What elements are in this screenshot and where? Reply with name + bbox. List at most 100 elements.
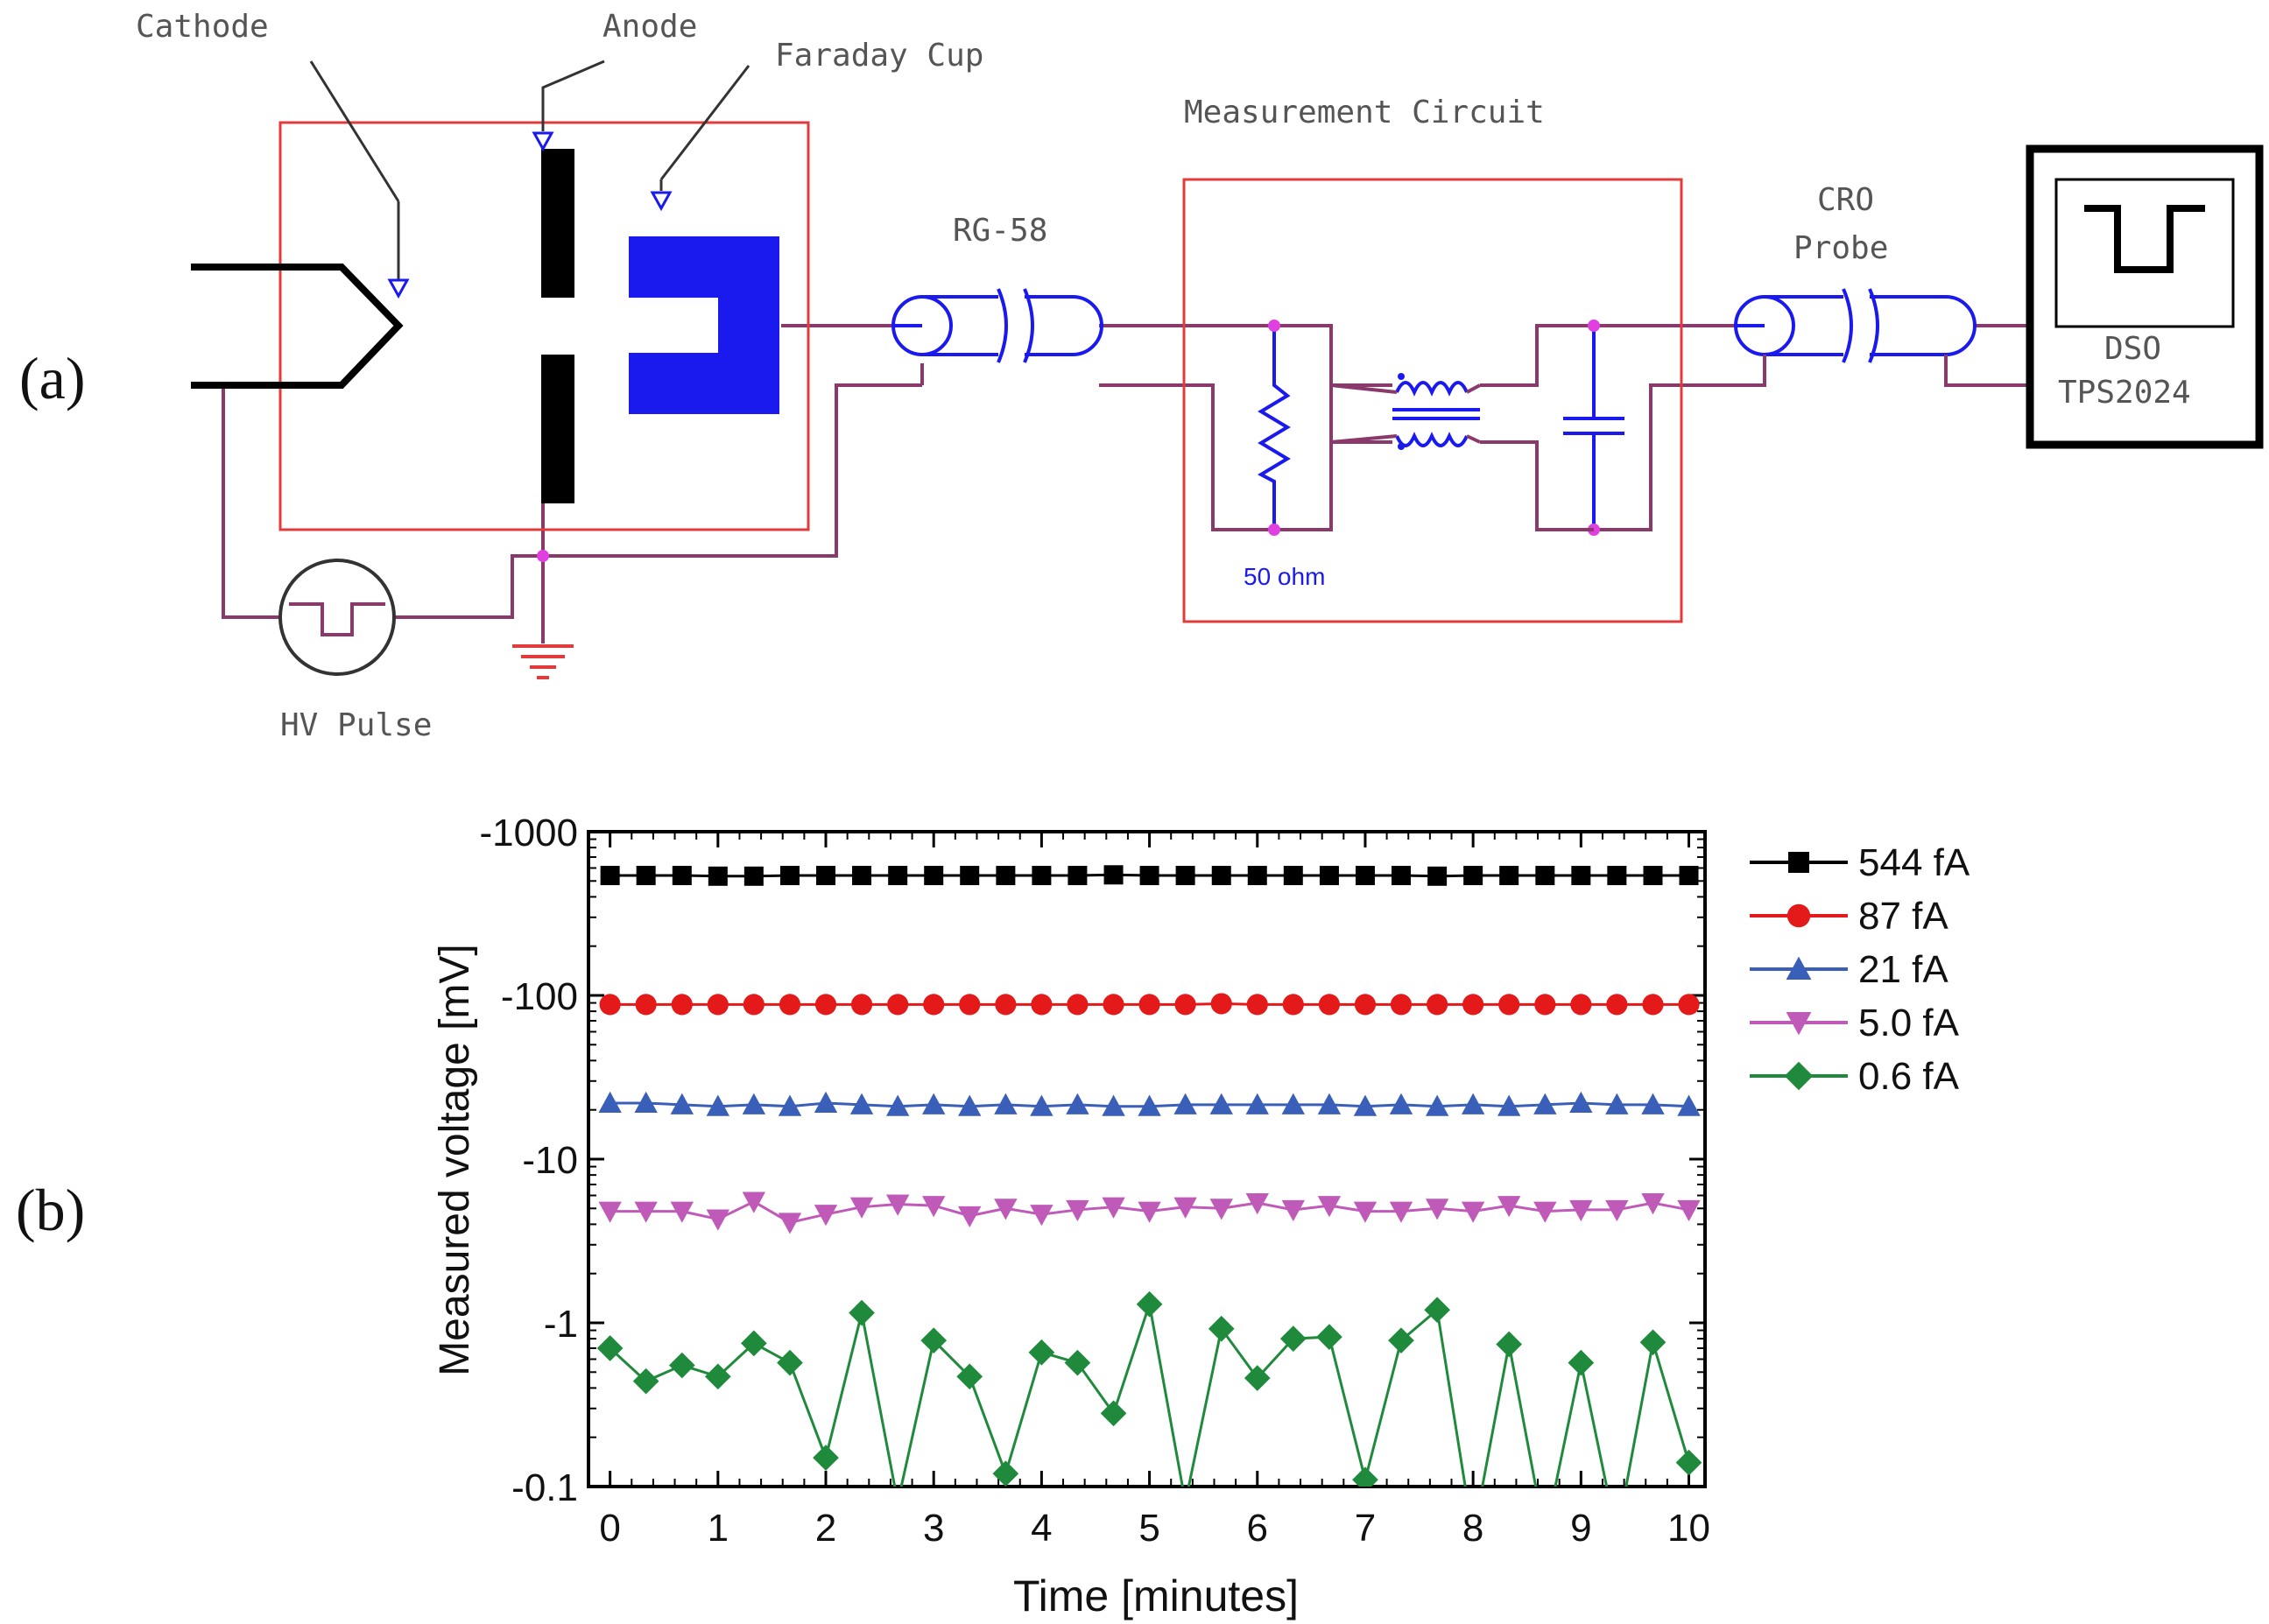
legend-label: 87 fA: [1858, 895, 1948, 938]
x-tick-label: 8: [1462, 1507, 1483, 1550]
data-point: [1678, 994, 1700, 1016]
x-tick-label: 0: [599, 1507, 620, 1550]
data-point: [779, 994, 801, 1016]
data-point: [1389, 1201, 1413, 1223]
x-axis-label: Time [minutes]: [1013, 1571, 1299, 1620]
data-point: [742, 1093, 766, 1114]
anode-plate-top: [541, 149, 574, 298]
data-point: [1425, 1199, 1449, 1220]
data-point: [1246, 994, 1268, 1016]
series-3: [598, 1192, 1701, 1234]
x-tick-label: 9: [1570, 1507, 1591, 1550]
data-point: [1569, 1199, 1593, 1222]
data-point: [1173, 1489, 1199, 1515]
data-point: [1677, 1199, 1701, 1222]
data-point: [670, 1201, 694, 1223]
rg58-label: RG-58: [953, 213, 1047, 249]
node-dot: [1588, 320, 1600, 332]
transformer-icon: [1330, 381, 1481, 447]
data-point: [1138, 994, 1160, 1016]
panel-a-label: (a): [19, 345, 85, 411]
data-point: [596, 1335, 624, 1361]
data-point: [1534, 994, 1556, 1016]
ohm-label: 50 ohm: [1244, 563, 1325, 590]
capacitor-icon: [1563, 326, 1624, 530]
data-point: [1068, 866, 1088, 886]
x-tick-label: 4: [1031, 1507, 1052, 1550]
data-point: [849, 1197, 874, 1219]
legend-marker: [1788, 852, 1809, 873]
data-point: [1066, 1093, 1089, 1114]
data-point: [1389, 1093, 1413, 1114]
data-point: [1675, 1449, 1702, 1476]
data-point: [1247, 866, 1267, 886]
data-point: [1641, 1093, 1665, 1114]
data-point: [920, 1327, 948, 1354]
data-point: [1210, 993, 1232, 1015]
data-point: [742, 1192, 766, 1213]
series-2: [598, 1091, 1701, 1116]
data-point: [706, 1094, 730, 1116]
data-point: [1533, 1201, 1557, 1223]
data-point: [885, 1194, 910, 1216]
data-point: [1317, 1093, 1342, 1114]
data-point: [672, 866, 692, 886]
data-point: [1462, 994, 1484, 1016]
data-point: [635, 994, 657, 1016]
data-point: [994, 1093, 1018, 1114]
x-tick-label: 7: [1355, 1507, 1376, 1550]
data-point: [849, 1093, 874, 1114]
data-point: [1570, 994, 1592, 1016]
data-point: [1066, 1199, 1089, 1222]
anode-label: Anode: [602, 9, 697, 45]
data-point: [814, 994, 837, 1016]
data-point: [1388, 1327, 1414, 1354]
node-dot: [1268, 320, 1280, 332]
data-point: [1032, 866, 1052, 886]
data-point: [922, 1093, 946, 1114]
data-point: [636, 866, 656, 886]
tps-label: TPS2024: [2058, 375, 2191, 411]
anode-arrow-icon: [532, 131, 554, 152]
legend-label: 21 fA: [1858, 948, 1948, 991]
data-point: [1390, 994, 1413, 1016]
y-tick-label: -10: [522, 1139, 578, 1182]
data-point: [634, 1091, 658, 1113]
data-point: [670, 1093, 694, 1114]
chart-ticks: [588, 830, 1705, 1488]
data-point: [778, 1213, 802, 1234]
data-point: [1353, 1201, 1378, 1223]
data-point: [1102, 1197, 1125, 1219]
data-point: [1353, 1094, 1378, 1116]
data-point: [1641, 1193, 1665, 1215]
data-point: [958, 1094, 982, 1116]
data-point: [956, 1363, 983, 1390]
data-point: [887, 994, 909, 1016]
wires: [222, 324, 2030, 619]
data-point: [994, 1199, 1018, 1220]
data-point: [885, 1094, 910, 1116]
data-point: [1173, 1197, 1197, 1219]
data-point: [707, 994, 729, 1016]
legend-marker: [1786, 903, 1811, 928]
data-point: [1175, 866, 1195, 886]
data-point: [706, 1209, 730, 1231]
data-point: [1318, 994, 1341, 1016]
legend-marker: [1786, 1012, 1812, 1036]
series-line: [609, 1304, 1690, 1487]
data-point: [1639, 1329, 1667, 1356]
data-point: [1642, 994, 1664, 1016]
hv-pulse-source: HV Pulse: [278, 559, 432, 743]
data-point: [1244, 1365, 1271, 1391]
node-dot: [1268, 524, 1280, 536]
data-point: [1677, 1094, 1701, 1116]
chart-series-group: [596, 865, 1702, 1515]
data-point: [632, 1367, 659, 1395]
data-point: [1425, 1094, 1449, 1116]
data-point: [1607, 866, 1627, 886]
data-point: [1211, 866, 1231, 886]
series-1: [599, 993, 1700, 1016]
data-point: [888, 866, 908, 886]
